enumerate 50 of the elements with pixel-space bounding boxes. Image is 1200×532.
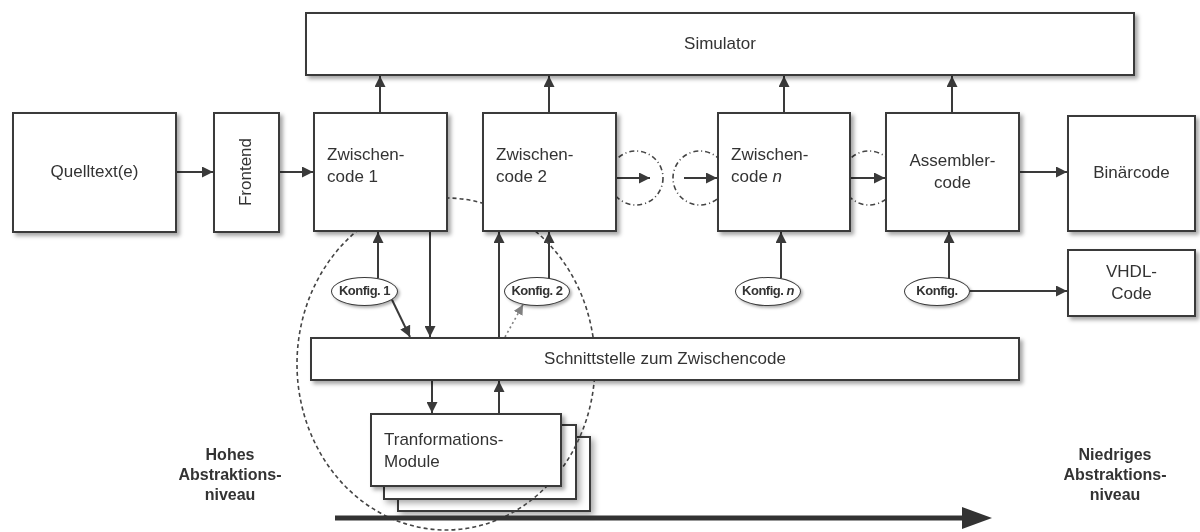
arrow	[1019, 166, 1068, 178]
process-box	[1067, 249, 1196, 317]
config-ellipse	[331, 277, 398, 306]
arrow	[176, 166, 214, 178]
config-ellipse	[735, 277, 801, 306]
process-box	[12, 112, 177, 233]
node-label: Konfig.	[916, 283, 958, 300]
node-label: Zwischen- code 1	[327, 144, 406, 189]
node-label: VHDL- Code	[1105, 260, 1158, 305]
node-label: Assembler- code	[908, 149, 997, 194]
process-box	[482, 112, 617, 232]
arrow	[943, 231, 955, 279]
arrow	[391, 298, 411, 338]
node-label: Konfig. 1	[338, 283, 391, 300]
config-ellipse	[904, 277, 970, 306]
node-label: Konfig. 2	[511, 283, 563, 300]
node-label: Zwischen- code n	[731, 144, 810, 189]
process-box	[717, 112, 851, 232]
arrow	[543, 231, 555, 279]
arrow	[946, 75, 958, 113]
arrow	[424, 231, 436, 338]
arrow	[850, 172, 886, 184]
config-ellipse	[504, 277, 570, 306]
arrow	[493, 380, 505, 414]
node-label: Simulator	[684, 32, 756, 55]
node-label: Quelltext(e)	[50, 161, 139, 184]
arrow	[683, 172, 718, 184]
arrow	[543, 75, 555, 113]
node-label: Konfig. n	[742, 283, 794, 300]
process-box	[885, 112, 1020, 232]
process-box	[213, 112, 280, 233]
arrow	[778, 75, 790, 113]
node-label: Schnittstelle zum Zwischencode	[544, 347, 786, 370]
axis-label: Hohes Abstraktions- niveau	[177, 445, 283, 505]
node-label: Frontend	[235, 138, 257, 207]
process-box	[1067, 115, 1196, 232]
module-stack-box	[370, 413, 562, 487]
axis-label: Niedriges Abstraktions- niveau	[1062, 445, 1168, 505]
process-box	[305, 12, 1135, 76]
node-label: Tranformations- Module	[384, 429, 505, 474]
arrow	[616, 172, 651, 184]
arrow	[279, 166, 314, 178]
node-label: Zwischen- code 2	[496, 144, 575, 189]
node-label: Binärcode	[1093, 162, 1170, 185]
arrow	[426, 380, 438, 414]
arrow	[969, 285, 1068, 297]
interface-bar	[310, 337, 1020, 381]
arrow	[493, 231, 505, 338]
arrow	[374, 75, 386, 113]
process-box	[313, 112, 448, 232]
